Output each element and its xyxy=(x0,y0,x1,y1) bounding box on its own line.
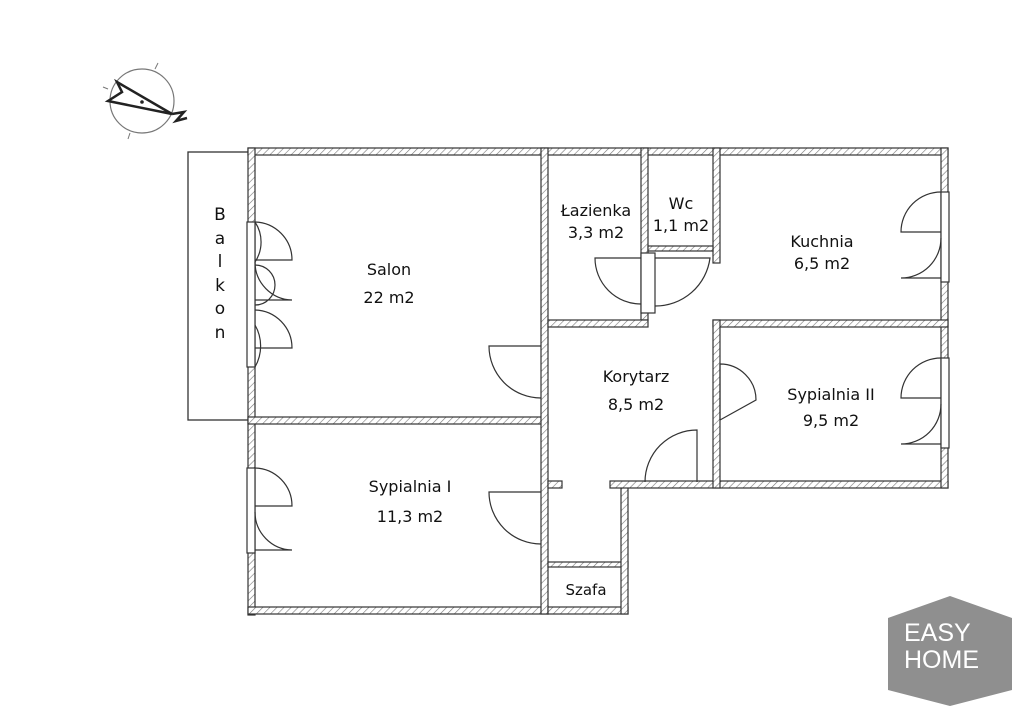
room-kuchnia: Kuchnia 6,5 m2 xyxy=(790,231,853,275)
balcony-letter: B xyxy=(214,205,226,225)
balcony-label: B a l k o n xyxy=(208,204,232,345)
room-sypialnia-ii: Sypialnia II 9,5 m2 xyxy=(787,384,874,432)
room-area: 22 m2 xyxy=(363,288,415,307)
room-area: 11,3 m2 xyxy=(376,507,444,526)
balcony-letter: k xyxy=(215,275,225,296)
balcony-letter: l xyxy=(217,252,223,272)
compass-icon xyxy=(102,62,188,140)
room-area: 9,5 m2 xyxy=(802,411,860,430)
room-name: Sypialnia II xyxy=(787,385,875,404)
logo-text: EASY HOME xyxy=(904,620,994,674)
room-name: Korytarz xyxy=(602,367,670,386)
room-name: Szafa xyxy=(565,581,607,599)
room-wc: Wc 1,1 m2 xyxy=(653,193,709,237)
room-area: 6,5 m2 xyxy=(793,254,851,273)
logo xyxy=(888,596,1012,706)
balcony xyxy=(187,151,251,421)
room-area: 8,5 m2 xyxy=(607,395,665,414)
balcony-letter: a xyxy=(214,228,226,249)
balcony-letter: o xyxy=(214,299,226,319)
room-sypialnia-i: Sypialnia I 11,3 m2 xyxy=(369,476,452,528)
room-lazienka: Łazienka 3,3 m2 xyxy=(561,200,631,244)
room-name: Łazienka xyxy=(560,201,632,220)
doors-windows xyxy=(246,191,950,554)
logo-line2: HOME xyxy=(904,646,979,674)
room-area: 3,3 m2 xyxy=(567,223,625,242)
room-salon: Salon 22 m2 xyxy=(363,259,414,309)
room-name: Salon xyxy=(366,260,412,279)
room-name: Sypialnia I xyxy=(368,477,452,496)
room-szafa: Szafa xyxy=(565,579,606,601)
room-korytarz: Korytarz 8,5 m2 xyxy=(603,366,670,416)
room-name: Wc xyxy=(668,194,694,213)
logo-line1: EASY xyxy=(904,619,971,647)
balcony-letter: n xyxy=(214,322,226,343)
room-area: 1,1 m2 xyxy=(652,216,710,235)
room-name: Kuchnia xyxy=(790,232,854,251)
walls xyxy=(247,147,949,616)
